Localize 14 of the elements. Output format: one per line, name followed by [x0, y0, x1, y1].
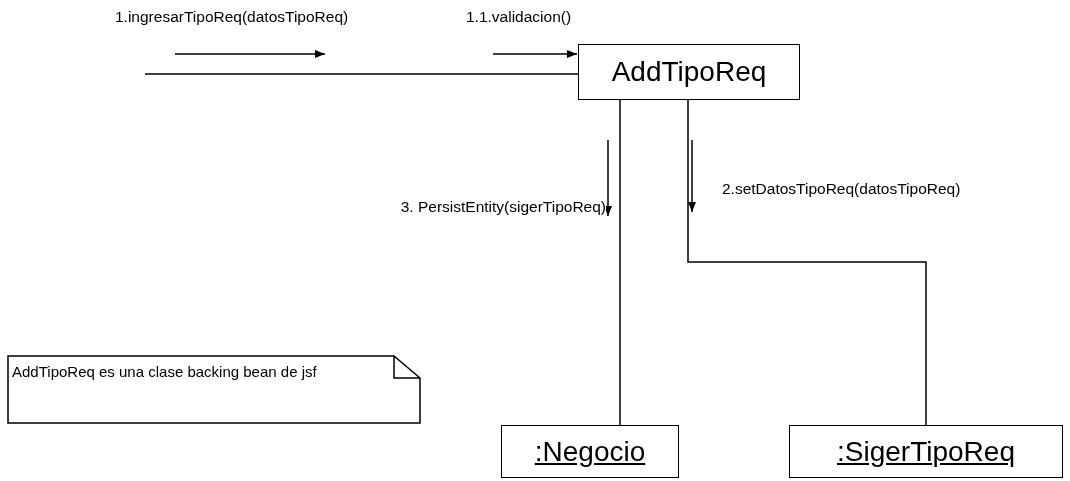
class-name: AddTipoReq — [611, 56, 767, 88]
link-line — [687, 99, 927, 426]
object-name: :Negocio — [534, 435, 646, 468]
object-name: :SigerTipoReq — [837, 435, 1015, 468]
link-line — [619, 99, 621, 426]
note-text: AddTipoReq es una clase backing bean de jsf — [12, 362, 317, 382]
object-box — [501, 425, 679, 478]
message-label: 3. PersistEntity(sigerTipoReq) — [400, 198, 606, 216]
message-label: 1.ingresarTipoReq(datosTipoReq) — [115, 8, 349, 26]
object-box — [789, 425, 1063, 478]
message-label: 2.setDatosTipoReq(datosTipoReq) — [722, 180, 961, 198]
link-line — [144, 73, 579, 75]
object-box — [578, 44, 800, 100]
message-label: 1.1.validacion() — [466, 8, 572, 26]
